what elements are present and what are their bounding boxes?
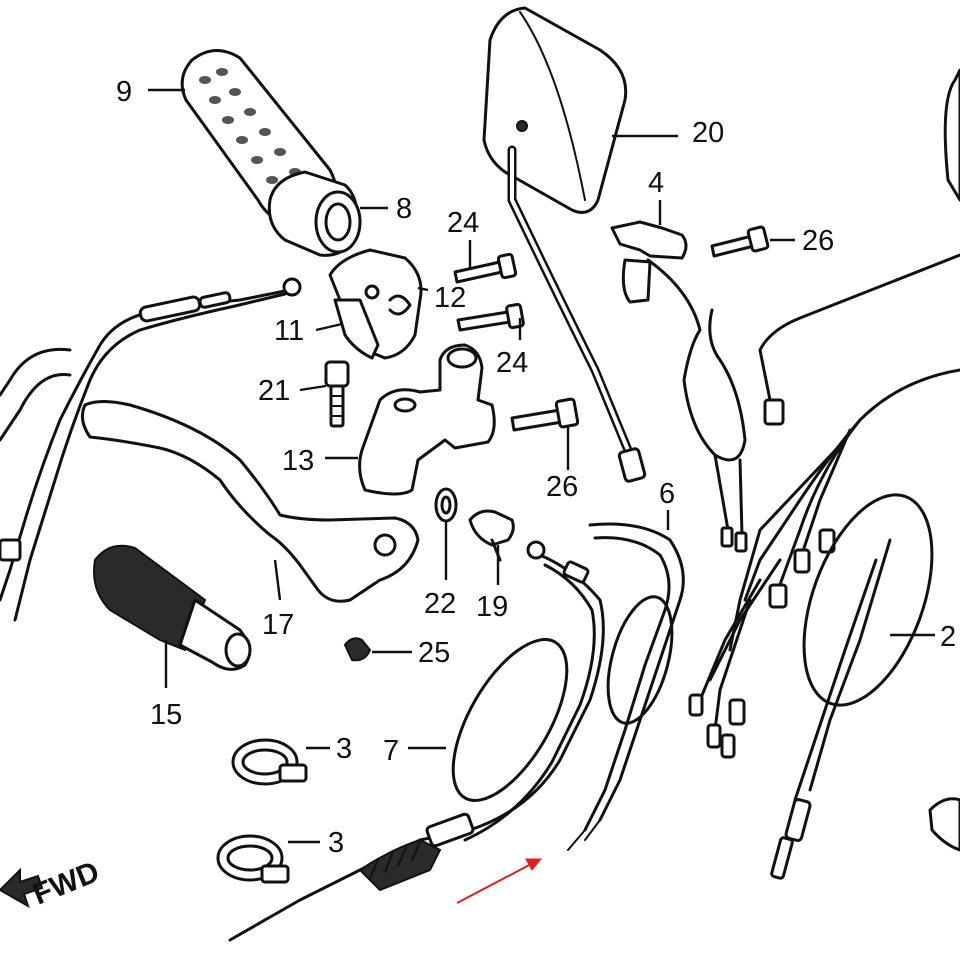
part-7-cable xyxy=(228,540,605,942)
callout-6: 6 xyxy=(659,478,675,510)
callout-17: 17 xyxy=(262,609,294,641)
callout-7: 7 xyxy=(383,735,399,767)
callout-2: 2 xyxy=(940,621,956,653)
callout-19: 19 xyxy=(476,591,508,623)
callout-15: 15 xyxy=(150,699,182,731)
callout-3-upper: 3 xyxy=(336,733,352,765)
part-throttle-cables xyxy=(0,277,302,622)
leader-lines xyxy=(148,88,935,844)
callout-24-upper: 24 xyxy=(447,207,479,239)
part-3-clamp-upper xyxy=(231,738,308,786)
callout-12: 12 xyxy=(434,282,466,314)
callout-25: 25 xyxy=(418,637,450,669)
part-17-brake-lever xyxy=(80,400,420,603)
red-pointer-arrow xyxy=(456,858,543,904)
part-11-housing-lower xyxy=(333,298,380,360)
callout-13: 13 xyxy=(282,445,314,477)
part-24-screw-upper xyxy=(453,252,518,284)
part-21-pivot-bolt xyxy=(324,360,350,428)
fwd-direction-marker: FWD xyxy=(0,855,104,911)
callout-22: 22 xyxy=(424,588,456,620)
callout-26-lower: 26 xyxy=(546,471,578,503)
part-24-screw-lower xyxy=(456,302,525,332)
part-3-clamp-lower xyxy=(216,834,290,884)
part-15-lever-boot xyxy=(93,544,252,671)
part-2-wire-harness xyxy=(688,68,960,880)
part-20-mirror xyxy=(482,6,647,483)
callout-9: 9 xyxy=(116,76,132,108)
part-25-nut xyxy=(343,637,372,662)
part-26-bolt-lower xyxy=(510,397,580,432)
fwd-label: FWD xyxy=(28,855,104,911)
part-4-switch xyxy=(610,220,748,553)
part-22-washer xyxy=(434,487,458,523)
callout-26-upper: 26 xyxy=(802,225,834,257)
part-26-bolt-upper xyxy=(710,225,770,258)
callout-21: 21 xyxy=(258,375,290,407)
callout-numbers: 9 8 20 4 26 24 12 11 24 21 13 26 6 22 19… xyxy=(116,76,956,859)
part-6-cable xyxy=(567,522,685,851)
callout-11: 11 xyxy=(274,315,304,347)
callout-4: 4 xyxy=(648,167,664,199)
callout-3-lower: 3 xyxy=(328,827,344,859)
part-13-lever-bracket xyxy=(358,343,496,496)
callout-8: 8 xyxy=(396,193,412,225)
part-19-adjuster xyxy=(468,509,515,562)
part-8-throttle-tube xyxy=(267,170,362,257)
callout-24-lower: 24 xyxy=(496,347,528,379)
callout-20: 20 xyxy=(692,117,724,149)
